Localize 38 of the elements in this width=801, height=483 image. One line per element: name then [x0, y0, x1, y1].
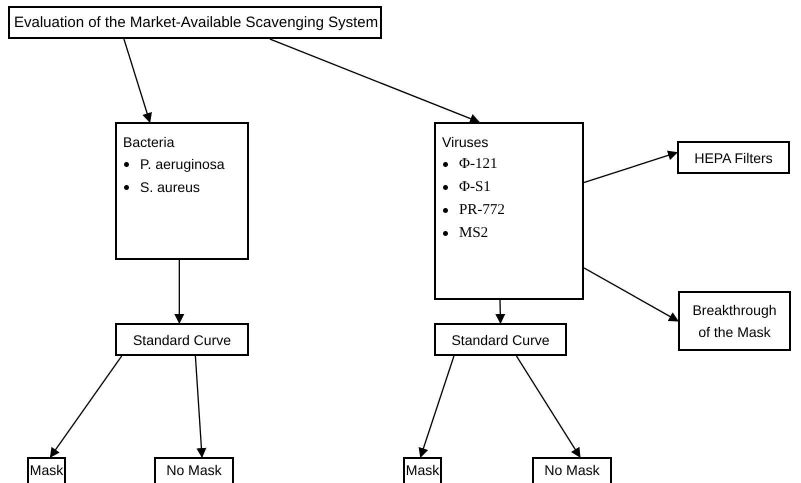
box-label: No Mask	[166, 461, 222, 480]
arrow	[174, 260, 184, 324]
arrow	[270, 38, 480, 124]
list-item: Φ-S1	[459, 178, 491, 198]
list-item: P. aeruginosa	[140, 155, 225, 174]
arrow	[495, 300, 506, 324]
arrow	[516, 356, 581, 458]
box-label: HEPA Filters	[694, 148, 773, 168]
arrow	[584, 150, 678, 184]
arrow	[584, 267, 679, 322]
category-box	[115, 122, 249, 260]
box-heading: Viruses	[442, 133, 488, 152]
arrow	[50, 356, 122, 458]
box-label: Standard Curve	[132, 330, 232, 350]
box-label: Mask	[406, 461, 440, 480]
process-box	[403, 457, 442, 483]
arrow	[418, 356, 455, 458]
process-box	[434, 323, 567, 356]
title-box	[8, 6, 382, 39]
list-item: Φ-121	[459, 155, 498, 174]
box-label: Standard Curve	[451, 330, 550, 350]
arrow	[194, 356, 206, 458]
category-box	[434, 122, 584, 300]
process-box	[27, 457, 66, 483]
list-item: PR-772	[459, 201, 505, 220]
process-box	[154, 457, 234, 483]
title-text: Evaluation of the Market-Available Scavenging System	[14, 15, 378, 30]
box-label: Mask	[30, 461, 64, 480]
list-item: MS2	[459, 224, 488, 244]
box-label: No Mask	[544, 461, 600, 480]
list-item: S. aureus	[140, 178, 200, 197]
process-box	[532, 457, 612, 483]
box-heading: Bacteria	[123, 133, 174, 152]
process-box	[115, 323, 249, 356]
process-box	[677, 141, 790, 174]
arrow	[123, 38, 152, 123]
process-box	[678, 291, 791, 351]
box-label: Breakthrough of the Mask	[691, 301, 778, 342]
